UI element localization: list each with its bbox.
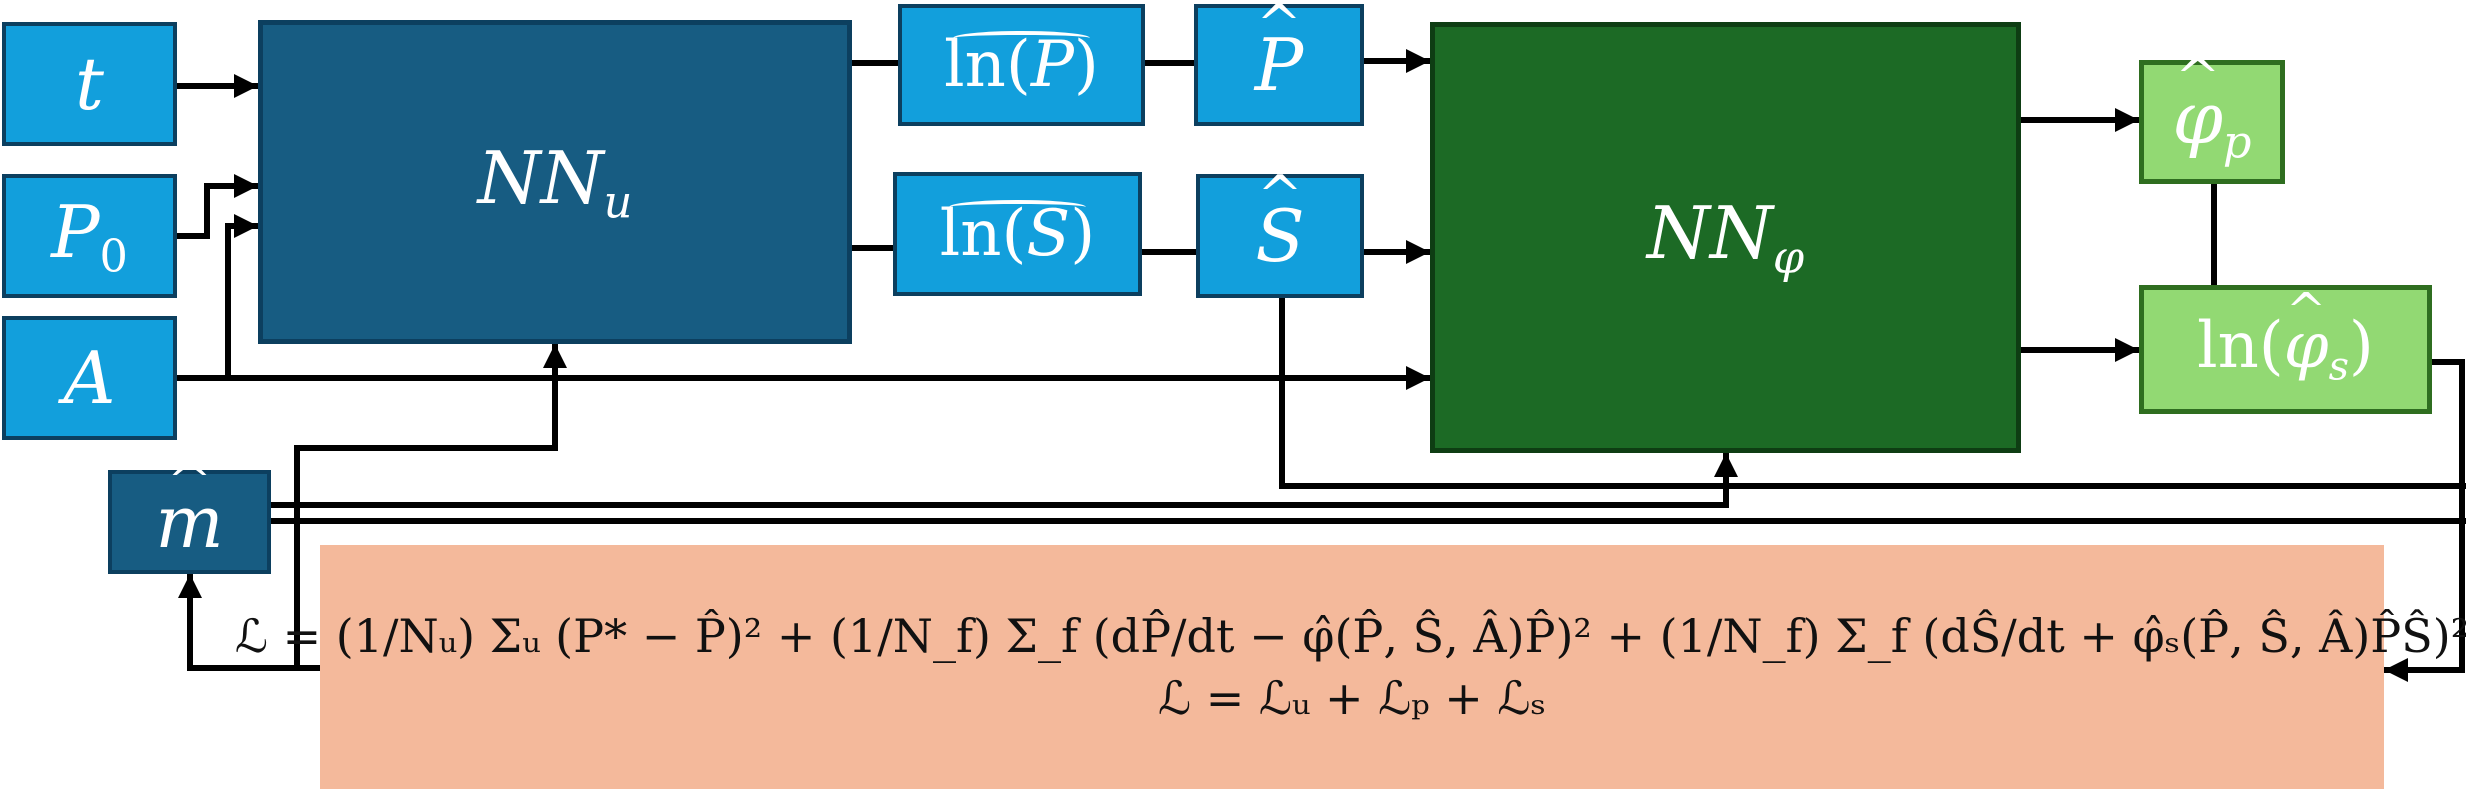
wire-a-to-nnu — [225, 214, 258, 376]
ln-phi-s-box: ln(φs) — [2139, 283, 2432, 414]
input-p0-label: P0 — [51, 189, 128, 283]
m-hat-label: m — [155, 450, 224, 564]
nn-u-label: NNu — [477, 135, 633, 229]
m-hat-box: m — [108, 450, 271, 574]
s-hat-label: S — [1255, 164, 1305, 278]
wire-loss-to-nnu — [294, 344, 567, 668]
wire-mhat-to-nnphi — [271, 453, 1738, 508]
ln-p-box: ln(P) — [898, 4, 1145, 126]
phi-p-box: φp — [2139, 46, 2285, 184]
phi-p-label: φp — [2173, 46, 2252, 168]
ln-phi-s-label: ln(φs) — [2197, 283, 2374, 390]
loss-function-panel: ℒ = (1/Nᵤ) Σᵤ (P* − P̂)² + (1/N_f) Σ_f (… — [235, 545, 2466, 789]
loss-equation-full: ℒ = (1/Nᵤ) Σᵤ (P* − P̂)² + (1/N_f) Σ_f (… — [234, 608, 2466, 663]
input-p0-box: P0 — [2, 174, 177, 298]
ln-s-box: ln(S) — [893, 172, 1142, 296]
nn-phi-label: NNφ — [1646, 191, 1805, 284]
input-a-box: A — [2, 316, 177, 440]
input-t-box: t — [2, 22, 177, 146]
s-hat-box: S — [1196, 164, 1364, 298]
p-hat-box: P — [1194, 0, 1364, 126]
nn-phi-block: NNφ — [1430, 22, 2021, 453]
wire-loss-to-mhat — [178, 574, 320, 671]
wire-p0-to-nnu — [177, 174, 258, 239]
p-hat-label: P — [1255, 0, 1304, 107]
wire-lnphis-feedback — [2384, 359, 2465, 682]
ln-s-label: ln(S) — [939, 197, 1096, 271]
ln-p-label: ln(P) — [944, 28, 1099, 102]
loss-equation-sum: ℒ = ℒᵤ + ℒₚ + ℒₛ — [1157, 671, 1547, 725]
input-a-label: A — [63, 336, 116, 420]
input-t-label: t — [75, 42, 104, 126]
wire-shat-feedback — [1279, 298, 2466, 489]
nn-u-block: NNu — [258, 20, 852, 344]
